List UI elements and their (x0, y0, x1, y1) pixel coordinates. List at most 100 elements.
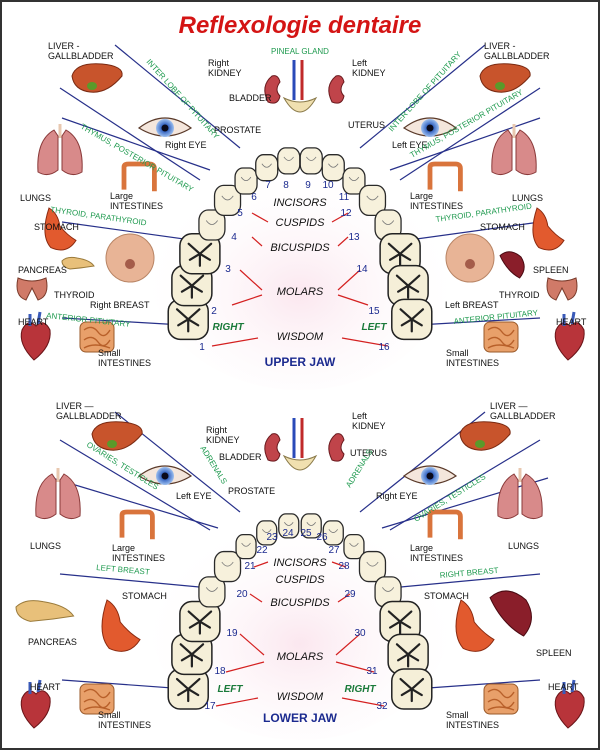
upper-number-4: 4 (231, 232, 237, 243)
upper-right-breast-icon-nipple (125, 259, 135, 269)
lower-type-cuspids: CUSPIDS (276, 574, 326, 586)
lower-tooth-20-groove (205, 587, 218, 592)
lower-tooth-25-groove (306, 522, 316, 526)
lower-number-28: 28 (338, 561, 350, 572)
upper-left-heart-icon (20, 322, 51, 361)
lower-center-organs-kidney-l (328, 433, 345, 462)
lower-right-lungs-icon-right (521, 473, 543, 520)
upper-number-2: 2 (211, 306, 217, 317)
upper-tooth-6-groove (240, 176, 252, 182)
lower-tooth-23-groove (262, 529, 272, 533)
lower-number-25: 25 (300, 528, 312, 539)
lower-label-spleen: SPLEEN (536, 648, 572, 658)
lower-number-27: 27 (328, 545, 340, 556)
page-title: Reflexologie dentaire (179, 12, 422, 39)
lower-red-line-5 (335, 633, 361, 656)
upper-center-organs-kidney-l (328, 75, 345, 104)
upper-left-lungs-icon-right (61, 129, 83, 176)
lower-blue-line-4 (51, 477, 219, 529)
upper-tooth-5-groove (221, 195, 234, 201)
upper-label-lungs-r: LUNGS (20, 193, 51, 203)
upper-label-right-eye: Right EYE (165, 140, 207, 150)
upper-type-cuspids: CUSPIDS (276, 217, 326, 229)
lower-tooth-17-fissure (175, 677, 201, 703)
upper-type-incisors: INCISORS (273, 197, 327, 209)
lower-red-line-3 (337, 593, 351, 603)
lower-number-19: 19 (226, 628, 238, 639)
upper-label-prostate: PROSTATE (214, 125, 261, 135)
upper-label-liver-gallbladder-l: LIVER -GALLBLADDER (484, 41, 550, 61)
lower-number-26: 26 (316, 532, 328, 543)
lower-label-left-eye: Left EYE (176, 491, 212, 501)
lower-right-eye-icon-pupil (426, 472, 434, 480)
upper-left-eye-icon-pupil (426, 124, 434, 132)
lower-label-liver-gallbladder-l: LIVER —GALLBLADDER (56, 401, 122, 421)
lower-right-heart-icon-vessels (562, 679, 576, 694)
lower-red-line-2 (249, 593, 263, 603)
upper-gland-pineal: PINEAL GLAND (271, 47, 329, 56)
lower-type-incisors: INCISORS (273, 557, 327, 569)
upper-number-15: 15 (368, 306, 380, 317)
upper-label-thyroid-l: THYROID (499, 290, 540, 300)
upper-blue-line-2 (61, 117, 211, 171)
lower-tooth-32-fissure (399, 677, 425, 703)
upper-right-thyroid-icon (546, 277, 578, 301)
upper-red-line-3 (337, 236, 349, 247)
upper-right-spleen-icon (499, 251, 525, 279)
lower-right-lungs-icon-left (497, 473, 519, 520)
upper-label-heart-r: HEART (18, 317, 49, 327)
lower-label-liver-gallbladder-r: LIVER —GALLBLADDER (490, 401, 556, 421)
upper-label-uterus: UTERUS (348, 120, 385, 130)
lower-right-spleen-icon (489, 590, 532, 637)
upper-tooth-11-groove (348, 176, 360, 182)
lower-tooth-18-fissure (179, 643, 205, 668)
upper-label-left-breast: Left BREAST (445, 300, 499, 310)
upper-number-5: 5 (237, 208, 243, 219)
upper-left-breast-icon (445, 233, 495, 283)
lower-left-eye-icon-pupil (161, 472, 169, 480)
lower-right-small-intestine-icon-folds (487, 688, 515, 711)
lower-tooth-30-fissure (387, 610, 413, 635)
upper-left-thyroid-icon (16, 277, 48, 301)
upper-number-9: 9 (305, 180, 311, 191)
upper-tooth-3-fissure (187, 242, 213, 267)
upper-type-bicuspids: BICUSPIDS (270, 242, 330, 254)
upper-tooth-10-groove (328, 163, 339, 168)
upper-number-6: 6 (251, 192, 257, 203)
lower-label-heart-r: HEART (548, 682, 579, 692)
upper-label-thyroid-r: THYROID (54, 290, 95, 300)
lower-tooth-31-fissure (395, 643, 421, 668)
lower-right-large-intestine-icon (427, 509, 463, 540)
lower-label-bladder: BLADDER (219, 452, 262, 462)
upper-label-lungs-l: LUNGS (512, 193, 543, 203)
upper-label-left-eye: Left EYE (392, 140, 428, 150)
upper-left-lungs-icon-trachea (58, 124, 62, 138)
upper-right-lungs-icon-right (515, 129, 537, 176)
lower-type-wisdom: WISDOM (277, 691, 324, 703)
upper-tooth-13-groove (382, 220, 395, 225)
upper-tooth-16-fissure (399, 308, 425, 333)
upper-number-10: 10 (322, 180, 334, 191)
upper-red-line-1 (331, 212, 349, 223)
lower-jaw-label: LOWER JAW (263, 711, 338, 725)
upper-tooth-15-fissure (395, 274, 421, 299)
upper-left-stomach-icon (44, 207, 77, 251)
upper-blue-line-1 (399, 87, 541, 181)
lower-tooth-29-groove (382, 587, 395, 592)
upper-left-lungs-icon-left (37, 129, 59, 176)
lower-right-heart-icon (554, 690, 585, 729)
lower-left-liver-icon (91, 421, 143, 451)
lower-left-lungs-icon-right (59, 473, 81, 520)
upper-tooth-2-fissure (179, 274, 205, 299)
upper-label-liver-gallbladder-r: LIVER -GALLBLADDER (48, 41, 114, 61)
lower-label-lungs-l: LUNGS (30, 541, 61, 551)
lower-tooth-20 (198, 576, 226, 608)
upper-red-line-0 (251, 212, 269, 223)
upper-number-11: 11 (339, 192, 350, 203)
lower-number-22: 22 (256, 545, 268, 556)
lower-right-label: RIGHT (344, 684, 376, 695)
